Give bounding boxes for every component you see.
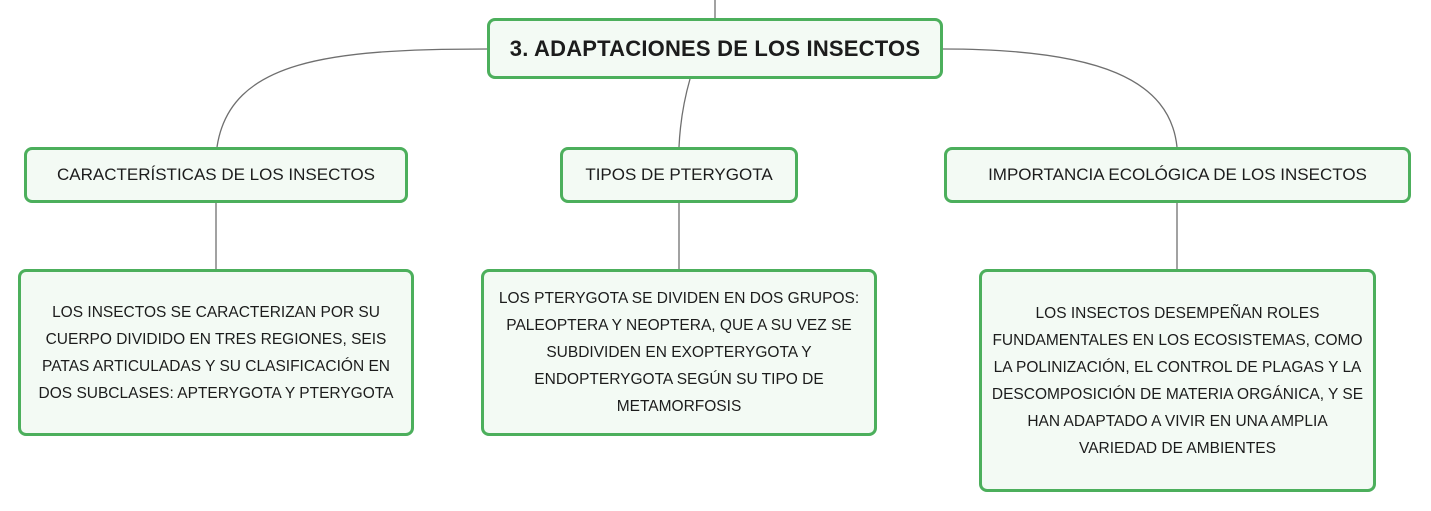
branch-label: CARACTERÍSTICAS DE LOS INSECTOS (56, 165, 376, 184)
detail-text: LOS PTERYGOTA SE DIVIDEN EN DOS GRUPOS: … (498, 290, 860, 415)
main-topic-label: 3. ADAPTACIONES DE LOS INSECTOS (509, 35, 921, 61)
branch-label: IMPORTANCIA ECOLÓGICA DE LOS INSECTOS (988, 165, 1367, 184)
branch-node-caracteristicas[interactable]: CARACTERÍSTICAS DE LOS INSECTOS (24, 147, 408, 203)
detail-node-importancia-ecologica[interactable]: LOS INSECTOS DESEMPEÑAN ROLES FUNDAMENTA… (979, 269, 1376, 492)
detail-node-tipos-pterygota[interactable]: LOS PTERYGOTA SE DIVIDEN EN DOS GRUPOS: … (481, 269, 877, 436)
detail-text: LOS INSECTOS SE CARACTERIZAN POR SU CUER… (38, 303, 394, 402)
connector-main-to-importancia (942, 48, 1178, 148)
detail-text: LOS INSECTOS DESEMPEÑAN ROLES FUNDAMENTA… (991, 304, 1364, 457)
branch-node-tipos-pterygota[interactable]: TIPOS DE PTERYGOTA (560, 147, 798, 203)
detail-node-caracteristicas[interactable]: LOS INSECTOS SE CARACTERIZAN POR SU CUER… (18, 269, 414, 436)
branch-node-importancia-ecologica[interactable]: IMPORTANCIA ECOLÓGICA DE LOS INSECTOS (944, 147, 1411, 203)
connector-main-to-tipos (678, 78, 691, 148)
main-topic-node[interactable]: 3. ADAPTACIONES DE LOS INSECTOS (487, 18, 943, 79)
branch-label: TIPOS DE PTERYGOTA (585, 165, 773, 184)
connector-main-to-caracteristicas (216, 48, 488, 148)
